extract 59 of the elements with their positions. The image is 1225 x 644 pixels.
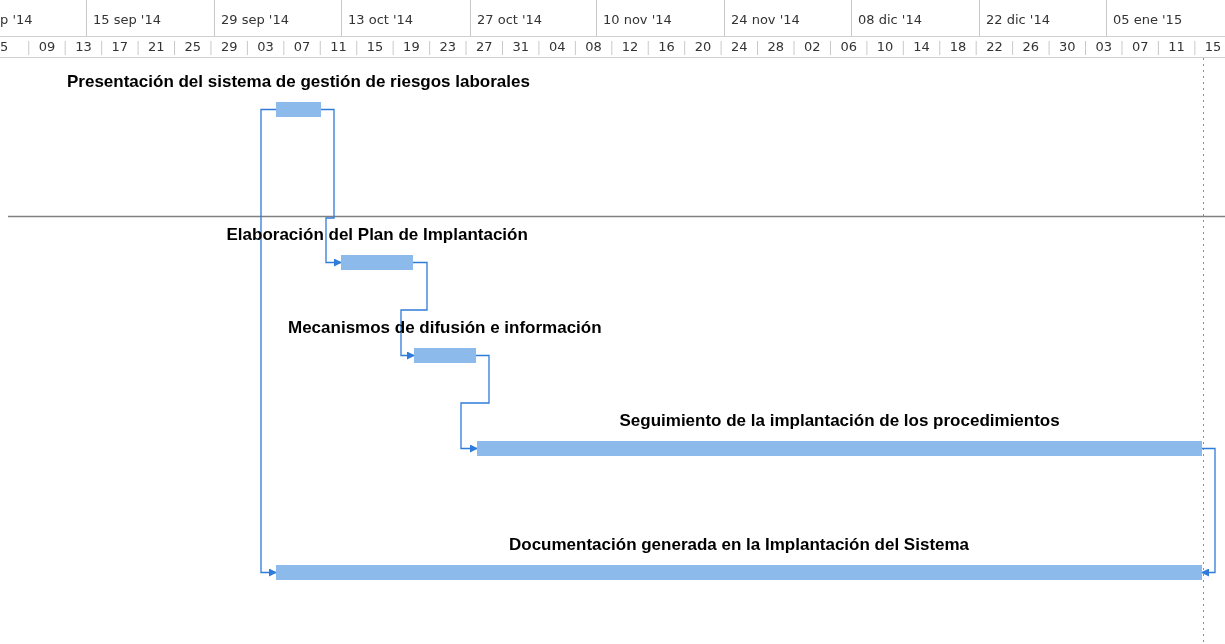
timescale-label: 20 — [693, 38, 713, 56]
dependency-arrow — [1201, 447, 1216, 577]
timescale-label: 18 — [948, 38, 968, 56]
task-bar — [477, 441, 1202, 456]
task-bar — [414, 348, 476, 363]
timescale-label: 21 — [147, 38, 166, 56]
timescale-label: 07 — [292, 38, 312, 56]
timescale-label: 31 — [511, 38, 530, 56]
timescale-label: 24 nov '14 — [724, 0, 851, 36]
timescale-label: 22 dic '14 — [979, 0, 1106, 36]
task-label: Presentación del sistema de gestión de riesgos laborales — [67, 72, 530, 92]
dependency-arrow — [400, 261, 428, 360]
timescale-label: 17 — [110, 38, 130, 56]
dependency-arrow — [460, 354, 490, 453]
timescale-label: 03 — [1094, 38, 1113, 56]
timescale-label: 07 — [1130, 38, 1150, 56]
timescale-label: 11 — [1167, 38, 1186, 56]
timescale-label: 04 — [547, 38, 567, 56]
timescale-label: 10 — [875, 38, 895, 56]
timescale-label: 15 sep '14 — [86, 0, 214, 36]
timescale-label: 27 oct '14 — [470, 0, 596, 36]
timescale-label: 02 — [802, 38, 822, 56]
task-label: Elaboración del Plan de Implantación — [226, 225, 528, 245]
task-bar — [341, 255, 413, 270]
timescale-label: 12 — [620, 38, 640, 56]
timescale-label: 29 — [219, 38, 239, 56]
timescale-label: 5 — [0, 38, 10, 56]
timescale-label: 15 — [365, 38, 385, 56]
dependency-arrow — [260, 108, 277, 577]
timescale-label: 24 — [730, 38, 749, 56]
timescale-label: 05 ene '15 — [1106, 0, 1225, 36]
timescale-label: 13 oct '14 — [341, 0, 470, 36]
timescale-label: 13 — [74, 38, 93, 56]
timescale-label: 19 — [402, 38, 421, 56]
timescale-label: 29 sep '14 — [214, 0, 341, 36]
timescale-label: 23 — [438, 38, 458, 56]
timescale-label: 03 — [256, 38, 275, 56]
timescale-label: 30 — [1058, 38, 1077, 56]
timescale-label: 11 — [329, 38, 348, 56]
timescale-label: 25 — [183, 38, 202, 56]
timescale-label: 10 nov '14 — [596, 0, 724, 36]
timescale-label: 08 dic '14 — [851, 0, 979, 36]
timescale-label: 14 — [912, 38, 931, 56]
timescale-label: 27 — [475, 38, 494, 56]
timescale-label: 15 — [1203, 38, 1223, 56]
task-label: Seguimiento de la implantación de los procedimientos — [619, 411, 1060, 431]
timescale-label: 09 — [37, 38, 57, 56]
timescale-label: 16 — [657, 38, 676, 56]
timescale-label: 26 — [1021, 38, 1041, 56]
dependency-arrow — [320, 108, 342, 267]
task-bar — [276, 102, 321, 117]
timescale-label: 06 — [839, 38, 858, 56]
timescale-label: 22 — [985, 38, 1004, 56]
task-bar — [276, 565, 1202, 580]
timescale-label: p '14 — [0, 11, 34, 29]
task-label: Mecanismos de difusión e información — [288, 318, 602, 338]
timescale-label: 08 — [584, 38, 603, 56]
timescale-label: 28 — [766, 38, 786, 56]
task-label: Documentación generada en la Implantación del Sistema — [509, 535, 970, 555]
